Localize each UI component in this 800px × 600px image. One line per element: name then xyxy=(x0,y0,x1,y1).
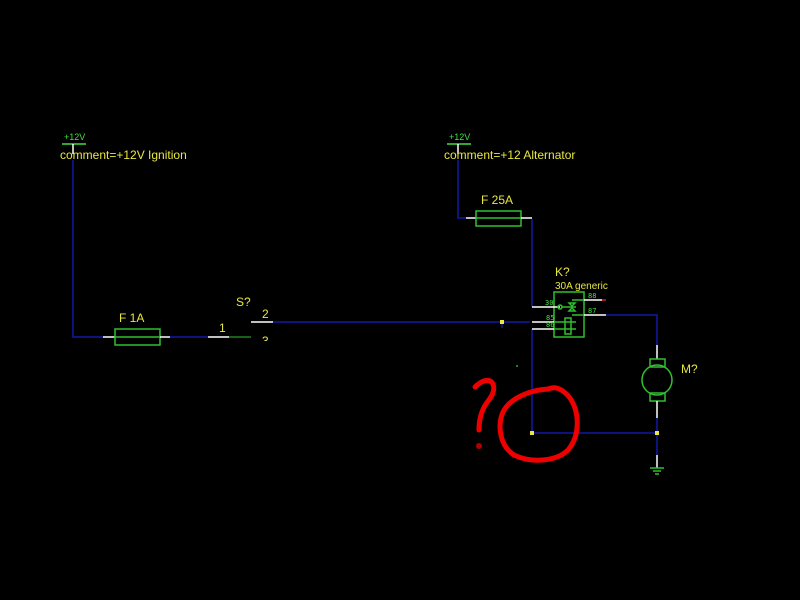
switch-pin2-label: 2 xyxy=(262,307,269,321)
fuse-f1a[interactable]: F 1A xyxy=(103,311,170,346)
junction-dot[interactable] xyxy=(500,320,504,324)
junction-dot-circled[interactable] xyxy=(530,431,534,435)
motor-body xyxy=(641,364,673,396)
motor-brush-top xyxy=(649,358,666,368)
relay-coil xyxy=(564,317,572,335)
switch-pin3-label: 3 xyxy=(262,334,269,348)
relay-ref: K? xyxy=(555,265,570,279)
wire-alternator-to-f2[interactable] xyxy=(457,160,466,219)
question-mark-icon xyxy=(472,377,497,433)
switch-pin1-label: 1 xyxy=(219,321,226,335)
relay-contact-nc xyxy=(567,302,577,308)
junction-dot[interactable] xyxy=(655,431,659,435)
motor-m[interactable]: M? xyxy=(641,345,698,418)
relay-pin-label-85: 85 xyxy=(546,314,554,322)
switch-ref: S? xyxy=(236,295,251,309)
relay-contact-no xyxy=(567,306,577,312)
annotation-question-circle xyxy=(472,377,580,463)
ground-symbol[interactable] xyxy=(650,455,664,475)
relay-pin-label-86: 86 xyxy=(546,321,554,329)
relay-pin-label-88: 88 xyxy=(588,292,596,300)
relay-pin-label-87: 87 xyxy=(588,307,596,315)
relay-pin-label-30: 30 xyxy=(545,299,553,307)
circle-marker xyxy=(497,385,580,463)
power-label-ignition: +12V xyxy=(64,132,85,142)
question-mark-dot xyxy=(476,443,482,449)
fuse-f25a[interactable]: F 25A xyxy=(466,193,532,227)
power-symbol-ignition[interactable]: +12V comment=+12V Ignition xyxy=(60,132,187,162)
fuse-label-f25a: F 25A xyxy=(481,193,513,207)
motor-ref: M? xyxy=(681,362,698,376)
power-comment-alternator: comment=+12 Alternator xyxy=(444,148,575,162)
switch-s[interactable]: S? 1 2 3 xyxy=(208,295,273,348)
relay-k[interactable]: K? 30A generic 30 85 86 88 87 xyxy=(532,265,608,338)
wire-relay87-to-motor[interactable] xyxy=(606,314,658,345)
fuse-label-f1a: F 1A xyxy=(119,311,144,325)
relay-value: 30A generic xyxy=(555,281,608,292)
power-symbol-alternator[interactable]: +12V comment=+12 Alternator xyxy=(444,132,575,162)
wires xyxy=(72,160,658,455)
power-label-alternator: +12V xyxy=(449,132,470,142)
wire-ignition-to-f1[interactable] xyxy=(72,160,103,338)
stray-pixel xyxy=(516,365,518,367)
power-comment-ignition: comment=+12V Ignition xyxy=(60,148,187,162)
